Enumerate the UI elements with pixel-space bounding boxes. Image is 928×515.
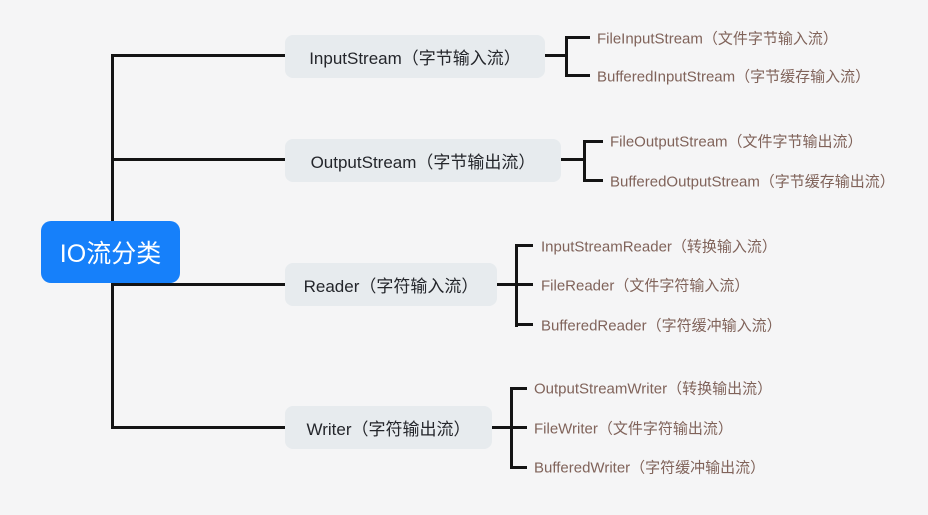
root-node-label: IO流分类 <box>59 240 162 268</box>
stub-filewriter <box>510 426 527 429</box>
connector-root-inputstream <box>111 54 285 57</box>
leaf-filereader[interactable]: FileReader（文件字符输入流） <box>541 277 750 295</box>
stub-bufferedwriter <box>510 466 527 469</box>
stub-filereader <box>515 283 533 286</box>
branch-node-label: OutputStream（字节输出流） <box>310 153 536 172</box>
bracket-inputstream <box>565 36 568 77</box>
root-node[interactable]: IO流分类 <box>41 221 180 283</box>
stub-inputstreamreader <box>515 244 533 247</box>
branch-node-label: InputStream（字节输入流） <box>309 49 521 68</box>
leaf-bufferedinputstream[interactable]: BufferedInputStream（字节缓存输入流） <box>597 68 871 86</box>
leaf-fileinputstream[interactable]: FileInputStream（文件字节输入流） <box>597 30 838 48</box>
connector-inputstream-bracket <box>545 54 568 57</box>
leaf-bufferedreader[interactable]: BufferedReader（字符缓冲输入流） <box>541 317 782 335</box>
branch-node-label: Writer（字符输出流） <box>306 420 471 439</box>
branch-node-label: Reader（字符输入流） <box>303 277 479 296</box>
connector-root-reader <box>111 283 285 286</box>
connector-reader-bracket <box>497 283 517 286</box>
leaf-bufferedwriter[interactable]: BufferedWriter（字符缓冲输出流） <box>534 459 766 477</box>
leaf-inputstreamreader[interactable]: InputStreamReader（转换输入流） <box>541 238 777 256</box>
stub-fileinputstream <box>565 36 590 39</box>
stub-outputstreamwriter <box>510 387 527 390</box>
branch-node-outputstream[interactable]: OutputStream（字节输出流） <box>285 139 561 182</box>
branch-node-writer[interactable]: Writer（字符输出流） <box>285 406 492 449</box>
stub-bufferedinputstream <box>565 74 590 77</box>
connector-root-outputstream <box>111 158 285 161</box>
stub-bufferedreader <box>515 323 533 326</box>
leaf-filewriter[interactable]: FileWriter（文件字符输出流） <box>534 420 733 438</box>
bracket-outputstream <box>583 140 586 182</box>
leaf-bufferedoutputstream[interactable]: BufferedOutputStream（字节缓存输出流） <box>610 173 895 191</box>
connector-root-writer <box>111 426 285 429</box>
stub-fileoutputstream <box>583 140 603 143</box>
branch-node-inputstream[interactable]: InputStream（字节输入流） <box>285 35 545 78</box>
leaf-outputstreamwriter[interactable]: OutputStreamWriter（转换输出流） <box>534 380 773 398</box>
connector-outputstream-bracket <box>561 158 585 161</box>
stub-bufferedoutputstream <box>583 179 603 182</box>
branch-node-reader[interactable]: Reader（字符输入流） <box>285 263 497 306</box>
connector-writer-bracket <box>492 426 512 429</box>
leaf-fileoutputstream[interactable]: FileOutputStream（文件字节输出流） <box>610 133 863 151</box>
